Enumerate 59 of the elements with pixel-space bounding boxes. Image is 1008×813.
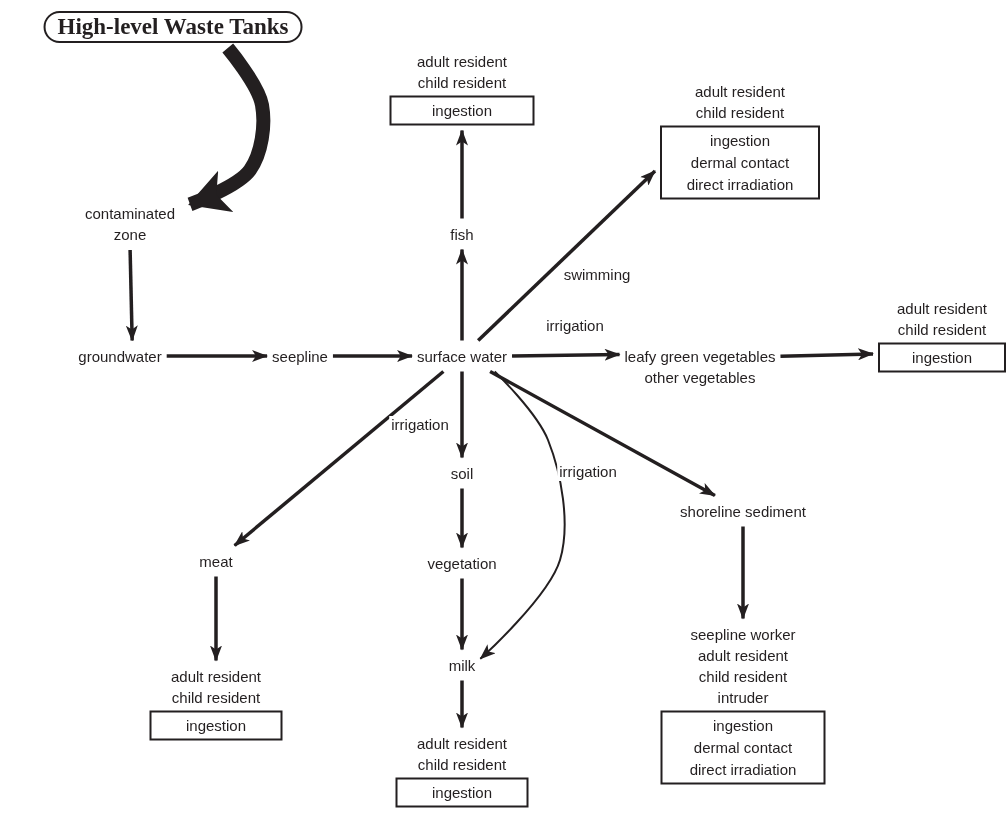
edge-label: irrigation: [544, 317, 606, 335]
exposure-pathway: ingestion: [430, 782, 493, 803]
receptor-label: child resident: [416, 72, 508, 93]
receptor-label: adult resident: [415, 733, 509, 754]
exposure-pathway: ingestion: [910, 347, 973, 368]
arrow: [456, 488, 468, 549]
medium-label: seepline: [272, 345, 328, 367]
receptor-label: adult resident: [696, 645, 790, 666]
exposure-pathway: dermal contact: [689, 152, 791, 173]
medium-label: soil: [450, 462, 474, 484]
arrow: [456, 248, 468, 341]
receptor-label: adult resident: [895, 298, 989, 319]
receptor-label: adult resident: [693, 81, 787, 102]
arrow: [456, 680, 468, 729]
edge-label: irrigation: [557, 463, 619, 481]
receptor-label: seepline worker: [689, 624, 797, 645]
receptor-label: child resident: [697, 666, 789, 687]
medium-label: vegetation: [427, 552, 497, 574]
edge-label: irrigation: [389, 416, 451, 434]
arrow: [476, 169, 657, 342]
exposure-pathway: ingestion: [708, 130, 771, 151]
receptor-label: child resident: [416, 754, 508, 775]
medium-label: fish: [450, 223, 474, 245]
exposure-pathway: ingestion: [430, 100, 493, 121]
receptor-label: adult resident: [415, 51, 509, 72]
arrow: [780, 348, 874, 361]
arrow: [456, 578, 468, 651]
arrow: [737, 526, 749, 620]
receptor-label: intruder: [716, 687, 770, 708]
arrow: [125, 249, 138, 342]
exposure-pathway: direct irradiation: [685, 174, 795, 195]
receptor-label: adult resident: [169, 666, 263, 687]
medium-label: groundwater: [78, 345, 162, 367]
arrow: [489, 369, 716, 498]
exposure-pathway: ingestion: [184, 715, 247, 736]
edge-label: swimming: [561, 266, 633, 284]
medium-label: shoreline sediment: [680, 500, 806, 522]
exposure-pathway: direct irradiation: [688, 759, 798, 780]
arrow: [479, 370, 566, 660]
medium-label: surface water: [417, 345, 507, 367]
medium-label: other vegetables: [643, 368, 757, 388]
receptor-label: child resident: [896, 319, 988, 340]
arrow: [512, 348, 621, 361]
arrow: [210, 576, 222, 662]
arrow: [332, 350, 413, 362]
medium-label: leafy green vegetables: [624, 347, 776, 367]
arrow: [233, 370, 445, 547]
exposure-pathway: dermal contact: [692, 737, 794, 758]
curved-arrow: [187, 43, 271, 212]
medium-label: meat: [199, 550, 233, 572]
receptor-label: child resident: [170, 687, 262, 708]
source-box: High-level Waste Tanks: [43, 11, 303, 43]
arrow: [166, 350, 269, 362]
medium-label: milk: [448, 654, 476, 676]
receptor-label: child resident: [694, 102, 786, 123]
medium-label: contaminated zone: [75, 203, 185, 245]
arrow: [456, 129, 468, 219]
exposure-pathway: ingestion: [711, 715, 774, 736]
arrow: [456, 371, 468, 459]
